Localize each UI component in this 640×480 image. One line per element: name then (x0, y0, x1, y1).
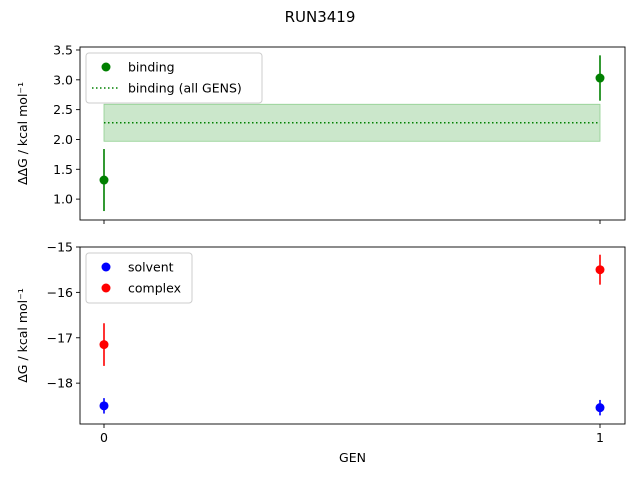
free-energy-panel: −18 −17 −16 −15 0 1 ΔG / kcal mol⁻¹ solvent comp… (15, 240, 626, 445)
y-tick-label: −15 (47, 240, 73, 255)
legend-marker (101, 262, 111, 272)
y-tick-label: −16 (47, 285, 73, 300)
y-tick-label: 2.5 (53, 102, 73, 117)
data-point (595, 73, 605, 83)
legend-label: binding (128, 60, 175, 75)
x-tick-label: 1 (596, 430, 604, 445)
y-tick-label: 2.0 (53, 132, 73, 147)
y-tick-label: −18 (47, 376, 73, 391)
legend-label: binding (all GENS) (128, 81, 242, 96)
data-point (99, 175, 109, 185)
x-axis-label: GEN (339, 450, 366, 465)
x-tick-label: 0 (100, 430, 108, 445)
y-axis-label: ΔΔG / kcal mol⁻¹ (15, 82, 30, 185)
data-point (99, 340, 109, 350)
y-tick-label: 3.0 (53, 72, 73, 87)
y-tick-label: 3.5 (53, 42, 73, 57)
axes-frame (79, 46, 626, 221)
data-point (99, 401, 109, 411)
legend-label: complex (128, 281, 181, 296)
legend-marker (101, 283, 111, 293)
data-point (595, 265, 605, 275)
y-tick-label: 1.0 (53, 192, 73, 207)
data-point (595, 403, 605, 413)
legend-marker (101, 62, 111, 72)
legend-box (85, 252, 193, 304)
legend-box (85, 52, 263, 104)
y-tick-label: 1.5 (53, 162, 73, 177)
legend-label: solvent (128, 260, 174, 275)
figure-title: RUN3419 (285, 8, 356, 26)
y-axis-label: ΔG / kcal mol⁻¹ (15, 288, 30, 383)
y-tick-label: −17 (47, 330, 73, 345)
axes-frame (79, 246, 626, 425)
